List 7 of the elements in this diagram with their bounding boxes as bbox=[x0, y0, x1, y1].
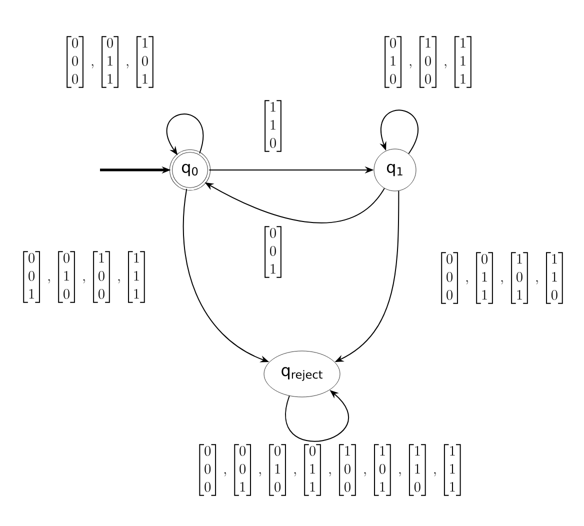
edge-label: $\begin{bmatrix}0\\0\\1\end{bmatrix}$ bbox=[264, 226, 282, 278]
edge-label: $\begin{bmatrix}0\\0\\0\end{bmatrix},\begin{bmatrix}0\\1\\1\end{bmatrix},\begin{bmatrix}1\\0\\1\end{bmatrix}$ bbox=[66, 36, 154, 88]
edge-label: $\begin{bmatrix}0\\0\\1\end{bmatrix},\begin{bmatrix}0\\1\\0\end{bmatrix},\begin{bmatrix}1\\0\\0\end{bmatrix},\begin{bmatrix}1\\1\\1\end{bmatrix}$ bbox=[23, 251, 145, 303]
edge-label: $\begin{bmatrix}0\\0\\0\end{bmatrix},\begin{bmatrix}0\\1\\1\end{bmatrix},\begin{bmatrix}1\\0\\1\end{bmatrix},\begin{bmatrix}1\\1\\0\end{bmatrix}$ bbox=[441, 252, 563, 304]
edge-label: $\begin{bmatrix}0\\0\\0\end{bmatrix},\begin{bmatrix}0\\0\\1\end{bmatrix},\begin{bmatrix}0\\1\\0\end{bmatrix},\begin{bmatrix}0\\1\\1\end{bmatrix},\begin{bmatrix}1\\0\\0\end{bmatrix},\begin{bmatrix}1\\0\\1\end{bmatrix},\begin{bmatrix}1\\1\\0\end{bmatrix},\begin{bmatrix}1\\1\\1\end{bmatrix}$ bbox=[199, 444, 461, 496]
edge-label: $\begin{bmatrix}1\\1\\0\end{bmatrix}$ bbox=[264, 100, 282, 152]
edge-label: $\begin{bmatrix}0\\1\\0\end{bmatrix},\begin{bmatrix}1\\0\\0\end{bmatrix},\begin{bmatrix}1\\1\\1\end{bmatrix}$ bbox=[384, 36, 472, 88]
